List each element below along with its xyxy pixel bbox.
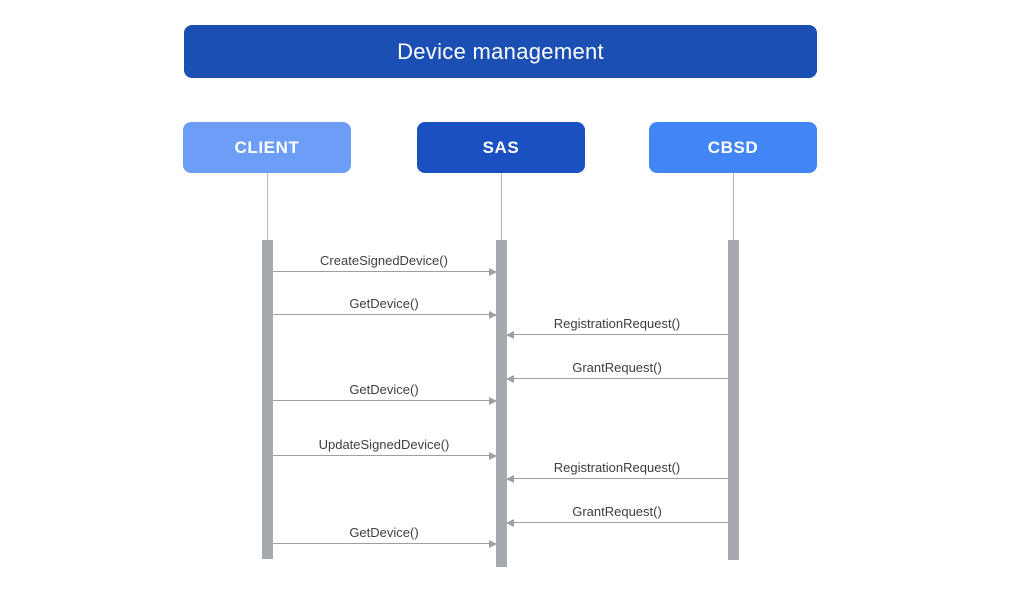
sequence-message: RegistrationRequest() [505, 460, 728, 483]
message-arrow [505, 474, 728, 483]
sequence-message: UpdateSignedDevice() [272, 437, 497, 460]
message-arrow [272, 539, 497, 548]
actor-label-sas: SAS [482, 137, 520, 157]
message-label: GetDevice() [349, 525, 419, 540]
lifeline-cbsd [733, 173, 734, 240]
sequence-message: GrantRequest() [505, 504, 728, 527]
message-arrow [272, 267, 497, 276]
sequence-message: GetDevice() [272, 525, 497, 548]
message-arrow [272, 451, 497, 460]
message-label: GrantRequest() [572, 504, 662, 519]
actor-box-cbsd: CBSD [649, 122, 817, 173]
message-label: GrantRequest() [572, 360, 662, 375]
message-label: RegistrationRequest() [553, 460, 681, 475]
sequence-message: RegistrationRequest() [505, 316, 728, 339]
actor-label-client: CLIENT [234, 137, 300, 157]
diagram-title: Device management [184, 25, 817, 78]
message-label: GetDevice() [349, 382, 419, 397]
activation-bar-sas [495, 240, 507, 567]
lifeline-client [267, 173, 268, 240]
sequence-message: GetDevice() [272, 382, 497, 405]
activation-bar-cbsd [727, 240, 739, 560]
sequence-message: CreateSignedDevice() [272, 253, 497, 276]
message-label: RegistrationRequest() [553, 316, 681, 331]
message-arrow [272, 396, 497, 405]
message-arrow [505, 330, 728, 339]
message-arrow [272, 310, 497, 319]
actor-box-client: CLIENT [183, 122, 351, 173]
actor-label-cbsd: CBSD [707, 137, 759, 157]
message-label: CreateSignedDevice() [320, 253, 448, 268]
message-arrow [505, 518, 728, 527]
sequence-message: GrantRequest() [505, 360, 728, 383]
actor-box-sas: SAS [417, 122, 585, 173]
message-arrow [505, 374, 728, 383]
activation-bar-client [261, 240, 273, 559]
lifeline-sas [501, 173, 502, 240]
message-label: GetDevice() [349, 296, 419, 311]
message-label: UpdateSignedDevice() [318, 437, 450, 452]
sequence-message: GetDevice() [272, 296, 497, 319]
